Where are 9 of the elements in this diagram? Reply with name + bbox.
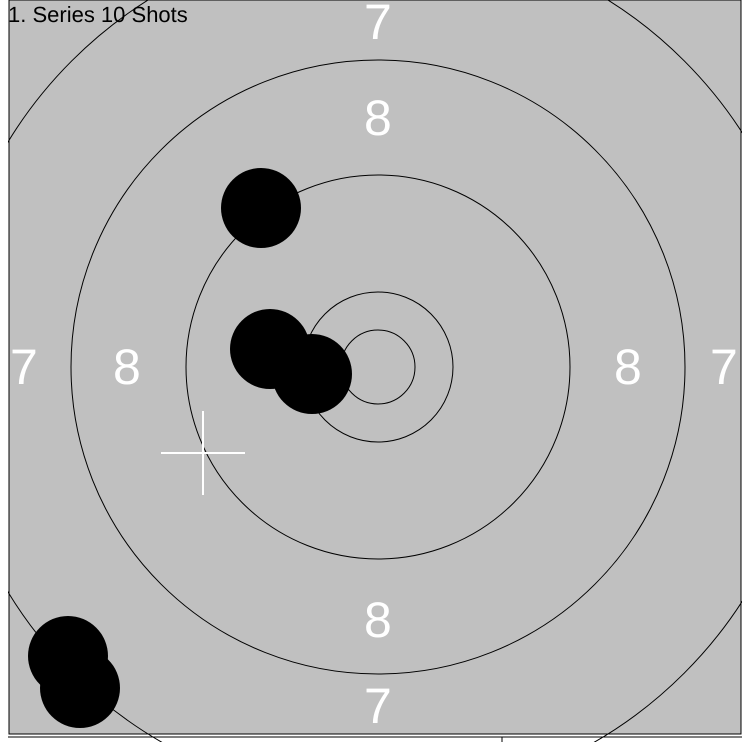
ring-number: 8 [364, 93, 392, 143]
ring-number: 8 [113, 342, 141, 392]
series-title: 1. Series 10 Shots [8, 4, 188, 26]
ring-number: 7 [364, 0, 392, 47]
ring-number: 8 [614, 342, 642, 392]
ring-number: 7 [710, 342, 738, 392]
ring-number: 7 [10, 342, 38, 392]
ring-number: 8 [364, 595, 392, 645]
ring-number: 7 [364, 681, 392, 731]
